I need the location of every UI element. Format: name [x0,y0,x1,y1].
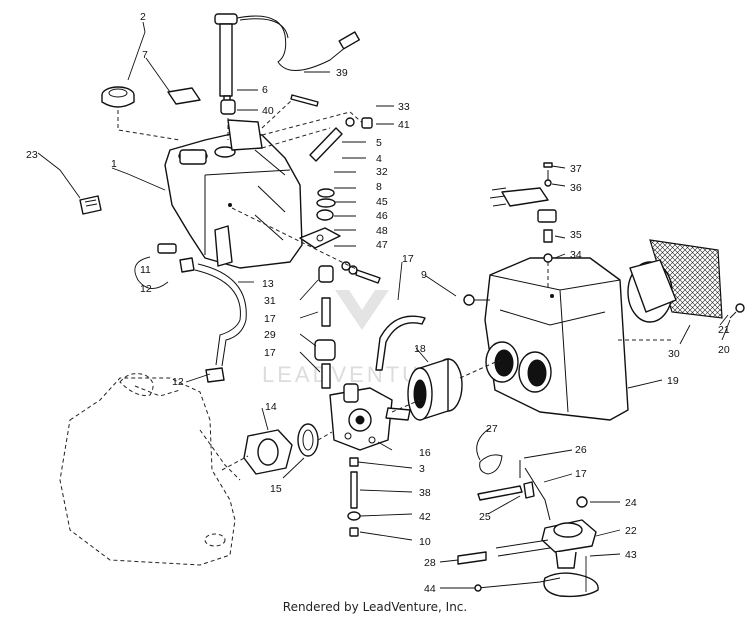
callout-29: 29 [264,329,276,341]
engine-crankcase [59,373,241,566]
callout-9: 9 [421,269,427,281]
wire-44 [477,577,561,589]
callout-20: 20 [718,344,730,356]
callout-47: 47 [376,239,388,251]
leader-lines [37,21,731,592]
callout-4: 4 [376,153,382,165]
callout-27: 27 [486,423,498,435]
callout-21: 21 [718,324,730,336]
callout-8: 8 [376,181,382,193]
callout-17c: 17 [402,253,414,265]
screw-9 [463,294,490,306]
clamp-33 [345,117,355,127]
clamp-12-bottom [205,367,225,383]
callout-30: 30 [668,348,680,360]
intake-boot [407,358,463,421]
electrical-connector [489,162,557,263]
screws-20-21 [729,303,745,319]
callout-17a: 17 [264,313,276,325]
callout-43: 43 [625,549,637,561]
callout-11: 11 [140,264,151,276]
callout-5: 5 [376,137,382,149]
hose-17-pump [477,485,523,501]
callout-25: 25 [479,511,491,523]
clamp-12-top [179,257,195,273]
fuel-pump [541,496,599,598]
hose-28 [457,551,487,565]
callout-12b: 12 [172,376,184,388]
fitting-11 [157,243,177,254]
callout-14: 14 [265,401,277,413]
callout-13: 13 [262,278,274,290]
callout-39: 39 [336,67,348,79]
intake-screen [627,239,723,323]
callout-40: 40 [262,105,274,117]
vent-hose [309,127,343,162]
clamp-25 [523,481,535,499]
callout-48: 48 [376,225,388,237]
tank-cap [101,86,135,108]
fuel-filter-stack [314,265,336,389]
callout-36: 36 [570,182,582,194]
callout-45: 45 [376,196,388,208]
level-sensor [214,13,360,115]
callout-46: 46 [376,210,388,222]
hose-17 [375,315,426,371]
intake-flange [243,423,319,475]
callout-15: 15 [270,483,282,495]
callout-17b: 17 [264,347,276,359]
decal-23 [79,195,102,215]
callout-12a: 12 [140,283,152,295]
callout-42: 42 [419,511,431,523]
callout-28: 28 [424,557,436,569]
callout-33: 33 [398,101,410,113]
callout-19: 19 [667,375,679,387]
callout-3: 3 [419,463,425,475]
render-credit: Rendered by LeadVenture, Inc. [282,600,468,614]
callout-17d: 17 [575,468,587,480]
callout-2: 2 [140,11,146,23]
callout-38: 38 [419,487,431,499]
mount-hardware [299,188,381,284]
callout-37: 37 [570,163,582,175]
fitting-41 [361,117,373,129]
hose-26 [519,460,551,521]
callout-41: 41 [398,119,410,131]
callout-6: 6 [262,84,268,96]
carburetor [329,383,411,451]
callout-26: 26 [575,444,587,456]
callout-labels: 1 2 3 4 5 6 7 8 9 10 11 12 12 13 14 15 1… [26,11,730,595]
callout-1: 1 [111,158,117,170]
air-silencer [484,257,629,421]
callout-31: 31 [264,295,276,307]
callout-44: 44 [424,583,436,595]
callout-7: 7 [142,49,148,61]
callout-35: 35 [570,229,582,241]
callout-16: 16 [419,447,431,459]
oil-tank [164,119,303,269]
screw-39 [290,94,319,107]
cap-dash-line [117,110,181,141]
fuel-hose-13 [194,269,241,366]
callout-23: 23 [26,149,38,161]
callout-18: 18 [414,343,426,355]
clamp-27 [479,454,503,475]
carb-hardware [347,457,361,537]
callout-34: 34 [570,249,582,261]
gasket [167,87,201,105]
callout-24: 24 [625,497,637,509]
callout-22: 22 [625,525,637,537]
callout-32: 32 [376,166,388,178]
callout-10: 10 [419,536,431,548]
